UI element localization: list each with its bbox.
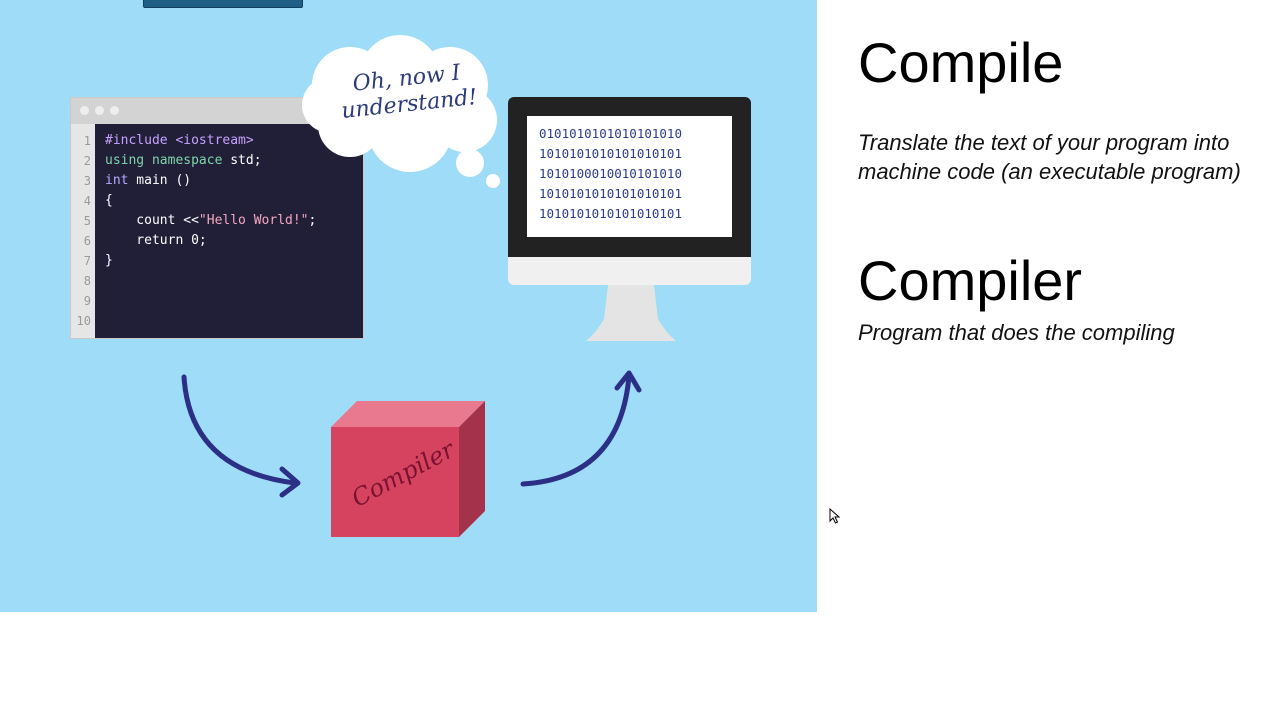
code-line: {: [105, 193, 113, 208]
arrow-to-monitor-icon: [520, 370, 642, 487]
line-number: 5: [83, 214, 91, 228]
window-dot-icon: [80, 106, 89, 115]
code-line: return 0;: [105, 233, 207, 248]
arrow-to-compiler-icon: [181, 374, 301, 498]
line-number-gutter: 1 2 3 4 5 6 7 8 9 10: [71, 124, 95, 338]
code-line: int main (): [105, 173, 191, 188]
code-line: using namespace std;: [105, 153, 262, 168]
code-text: main (): [128, 173, 192, 188]
compiler-box-icon: [331, 401, 485, 537]
thought-bubble: [302, 35, 500, 188]
line-number: 8: [83, 274, 91, 288]
description-compiler: Program that does the compiling: [858, 320, 1175, 345]
line-number: 10: [76, 314, 91, 328]
code-text: {: [105, 193, 113, 208]
binary-line: 1010101010101010101: [539, 146, 682, 161]
monitor-stand: [586, 285, 676, 341]
code-text: ;: [308, 213, 317, 228]
binary-line: 1010101010101010101: [539, 186, 682, 201]
window-dot-icon: [110, 106, 119, 115]
code-string: "Hello World!": [198, 213, 309, 228]
line-number: 3: [83, 174, 91, 188]
line-number: 6: [83, 234, 91, 248]
code-line: count <<"Hello World!";: [105, 213, 316, 228]
top-tab: [143, 0, 303, 8]
line-number: 1: [83, 134, 91, 148]
heading-compile: Compile: [858, 31, 1064, 94]
binary-line: 0101010101010101010: [539, 126, 682, 141]
code-text: count <<: [105, 213, 199, 228]
code-keyword: using namespace: [105, 153, 223, 168]
code-text: return 0;: [105, 233, 207, 248]
line-number: 9: [83, 294, 91, 308]
monitor: 0101010101010101010 1010101010101010101 …: [508, 97, 751, 257]
code-line: }: [105, 253, 113, 268]
binary-line: 1010100010010101010: [539, 166, 682, 181]
window-dot-icon: [95, 106, 104, 115]
heading-compiler: Compiler: [858, 249, 1083, 312]
code-keyword: int: [105, 173, 129, 188]
monitor-screen: 0101010101010101010 1010101010101010101 …: [527, 116, 732, 237]
binary-line: 1010101010101010101: [539, 206, 682, 221]
mouse-pointer-icon: [829, 508, 841, 524]
code-text: #include <iostream>: [105, 133, 254, 148]
line-number: 4: [83, 194, 91, 208]
monitor-chin: [508, 257, 751, 285]
code-text: std;: [222, 153, 262, 168]
slide-illustration: 1 2 3 4 5 6 7 8 9 10 #include <iostream>…: [0, 0, 817, 612]
line-number: 7: [83, 254, 91, 268]
code-line: #include <iostream>: [105, 133, 254, 148]
code-text: }: [105, 253, 113, 268]
line-number: 2: [83, 154, 91, 168]
description-compile: Translate the text of your program into …: [858, 130, 1241, 184]
